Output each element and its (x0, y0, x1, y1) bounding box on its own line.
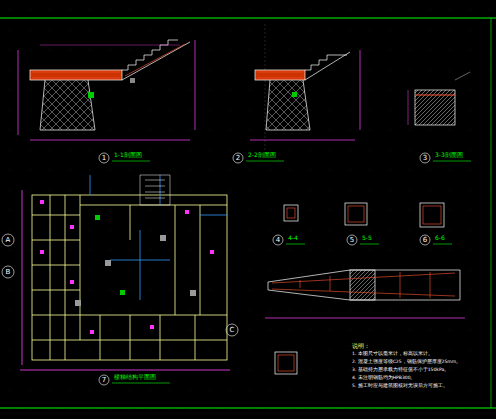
section-title: 说明： (352, 343, 370, 349)
note-line: 4. 未注明钢筋均为HPB300。 (352, 376, 416, 381)
callout-number: 5 (350, 237, 354, 244)
section-title: 5-5 (362, 235, 372, 241)
note-line: 5. 施工时应与建筑图核对无误后方可施工。 (352, 384, 448, 389)
callout-number: 3 (423, 155, 427, 162)
callout-number: 2 (236, 155, 240, 162)
section-title: 3-3剖面图 (435, 152, 463, 158)
callout-number: 7 (102, 377, 106, 384)
callout-number: C (230, 327, 235, 334)
callout-number: 6 (423, 237, 427, 244)
note-line: 2. 混凝土强度等级C25，钢筋保护层厚度25mm。 (352, 360, 461, 365)
section-title: 2-2剖面图 (248, 152, 276, 158)
callout-number: 4 (276, 237, 280, 244)
section-title: 楼梯结构平面图 (114, 374, 156, 380)
note-line: 1. 本图尺寸以毫米计，标高以米计。 (352, 352, 433, 357)
section-title: 6-6 (435, 235, 445, 241)
callout-number: 1 (102, 155, 106, 162)
section-title: 1-1剖面图 (114, 152, 142, 158)
callout-number: B (6, 269, 11, 276)
note-line: 3. 基础持力层承载力特征值不小于150kPa。 (352, 368, 449, 373)
section-title: 4-4 (288, 235, 298, 241)
callout-number: A (6, 237, 11, 244)
